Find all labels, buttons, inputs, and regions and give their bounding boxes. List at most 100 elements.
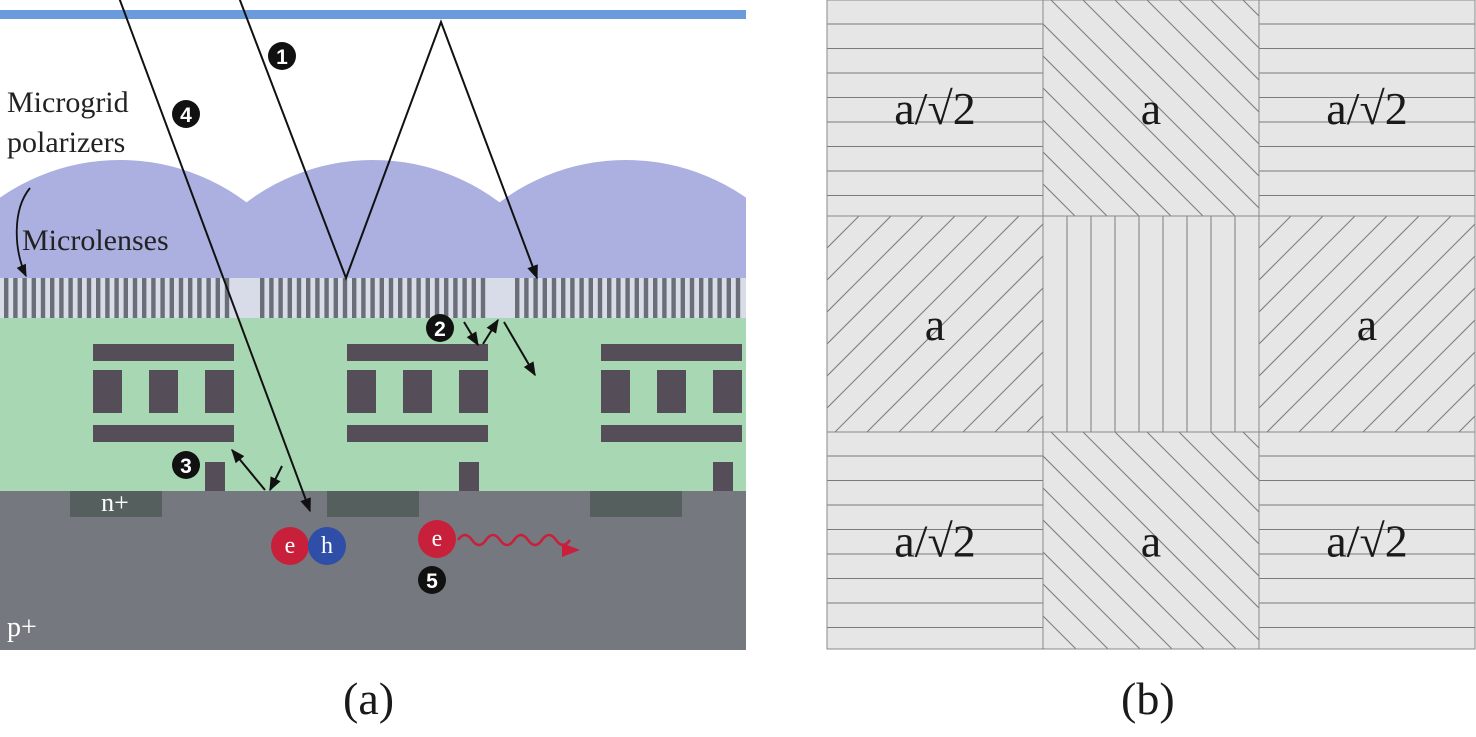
ray-2c [503, 321, 536, 377]
polarizer-bar [86, 278, 92, 318]
polarizer-bar [324, 278, 329, 318]
polarizer-cell-8: a [1042, 431, 1260, 650]
polarizer-bar [735, 278, 741, 318]
polarizer-bar [643, 278, 649, 318]
polarizer-bar [215, 278, 220, 318]
polarizer-bar [315, 278, 320, 318]
polarizer-cell-2: a [1042, 0, 1260, 217]
n-plus-region-1 [70, 491, 162, 517]
polarizer-bar [269, 278, 274, 318]
microgrid-label-line2: polarizers [7, 126, 125, 159]
polarizer-bar [515, 278, 520, 318]
polarizer-bar [533, 278, 538, 318]
polarizer-bar [151, 278, 156, 318]
metal-stack-3 [601, 344, 742, 492]
polarizer-bar [197, 278, 202, 318]
polarizer-bar [561, 278, 566, 318]
svg-text:3: 3 [180, 455, 192, 478]
ray-1 [238, 0, 538, 281]
polarizer-bar [671, 278, 676, 318]
polarizer-bar [542, 278, 547, 318]
polarizer-bar [453, 278, 458, 318]
polarizer-bar [398, 278, 403, 318]
svg-text:4: 4 [180, 104, 192, 127]
polarizer-bar [342, 278, 348, 318]
metal-via [205, 462, 225, 492]
polarizer-cell-7: a/√2 [826, 431, 1044, 650]
polarizer-cell-4: a [826, 215, 1044, 433]
polarizer-bar [31, 278, 36, 318]
metal-stack-1 [93, 344, 234, 492]
polarizer-bar [579, 278, 584, 318]
polarizer-bar [689, 278, 695, 318]
cell-label: a/√2 [1326, 83, 1407, 134]
panel-a-cross-section: e h e Microgrid polarizers Microlenses n… [0, 0, 746, 650]
marker-3: 3 [172, 451, 200, 479]
microgrid-polarizers [4, 278, 741, 318]
polarizer-bar [306, 278, 311, 318]
metal-via [459, 462, 479, 492]
polarizer-bar [22, 278, 27, 318]
polarizer-bar [616, 278, 621, 318]
marker-4: 4 [172, 100, 200, 128]
drift-electron-carrier [418, 520, 456, 558]
polarizer-bar [370, 278, 375, 318]
p-plus-label: p+ [7, 612, 37, 643]
cell-label: a [925, 299, 945, 350]
electron-label: e [285, 533, 296, 559]
polarizer-cell-3: a/√2 [1258, 0, 1476, 217]
polarizer-bar [708, 278, 713, 318]
cell-label: a/√2 [894, 83, 975, 134]
polarizer-bar [361, 278, 366, 318]
metal-interconnects [93, 344, 742, 492]
polarizer-bar [625, 278, 630, 318]
polarizer-bar [570, 278, 575, 318]
polarizer-bar [105, 278, 110, 318]
polarizer-bar [717, 278, 722, 318]
polarizer-cell-5 [1042, 215, 1260, 433]
cell-label: a [1357, 299, 1377, 350]
cell-label: a/√2 [894, 516, 975, 567]
polarizer-bar [178, 278, 184, 318]
polarizer-bar [77, 278, 82, 318]
polarizer-bar [68, 278, 73, 318]
svg-text:5: 5 [426, 570, 438, 593]
polarizer-bar [680, 278, 685, 318]
polarizer-bar [278, 278, 283, 318]
polarizer-bar [142, 278, 147, 318]
polarizer-cell-9: a/√2 [1258, 431, 1476, 650]
polarizer-bar [123, 278, 128, 318]
microgrid-pointer [15, 187, 31, 278]
polarizer-cell-1: a/√2 [826, 0, 1044, 217]
polarizer-bar [462, 278, 467, 318]
microgrid-label-line1: Microgrid [7, 86, 129, 119]
polarizer-bar [607, 278, 612, 318]
polarizer-bar [444, 278, 449, 318]
polarizer-bar [524, 278, 529, 318]
electron-hole-pair: e h [271, 527, 346, 565]
polarizer-bar [4, 278, 9, 318]
drifting-electron: e [418, 520, 580, 558]
marker-5: 5 [418, 566, 446, 594]
polarizer-bar [653, 278, 658, 318]
polarizer-bar [224, 278, 230, 318]
marker-1: 1 [268, 42, 296, 70]
drift-electron-label: e [432, 526, 443, 552]
svg-text:2: 2 [434, 318, 446, 341]
svg-text:1: 1 [276, 46, 288, 69]
microlenses-label: Microlenses [22, 224, 169, 257]
polarizer-bar [699, 278, 704, 318]
ray-3a [231, 448, 266, 491]
n-plus-label: n+ [101, 488, 129, 517]
n-plus-region-2 [327, 491, 419, 517]
polarizer-bar [379, 278, 384, 318]
panel-b-caption: (b) [1121, 673, 1175, 724]
polarizer-bar [13, 278, 18, 318]
drift-path [456, 533, 572, 547]
polarizer-bar [662, 278, 667, 318]
polarizer-bar [407, 278, 412, 318]
ray-4 [118, 0, 311, 513]
metal-via [713, 462, 733, 492]
polarizer-bar [471, 278, 476, 318]
